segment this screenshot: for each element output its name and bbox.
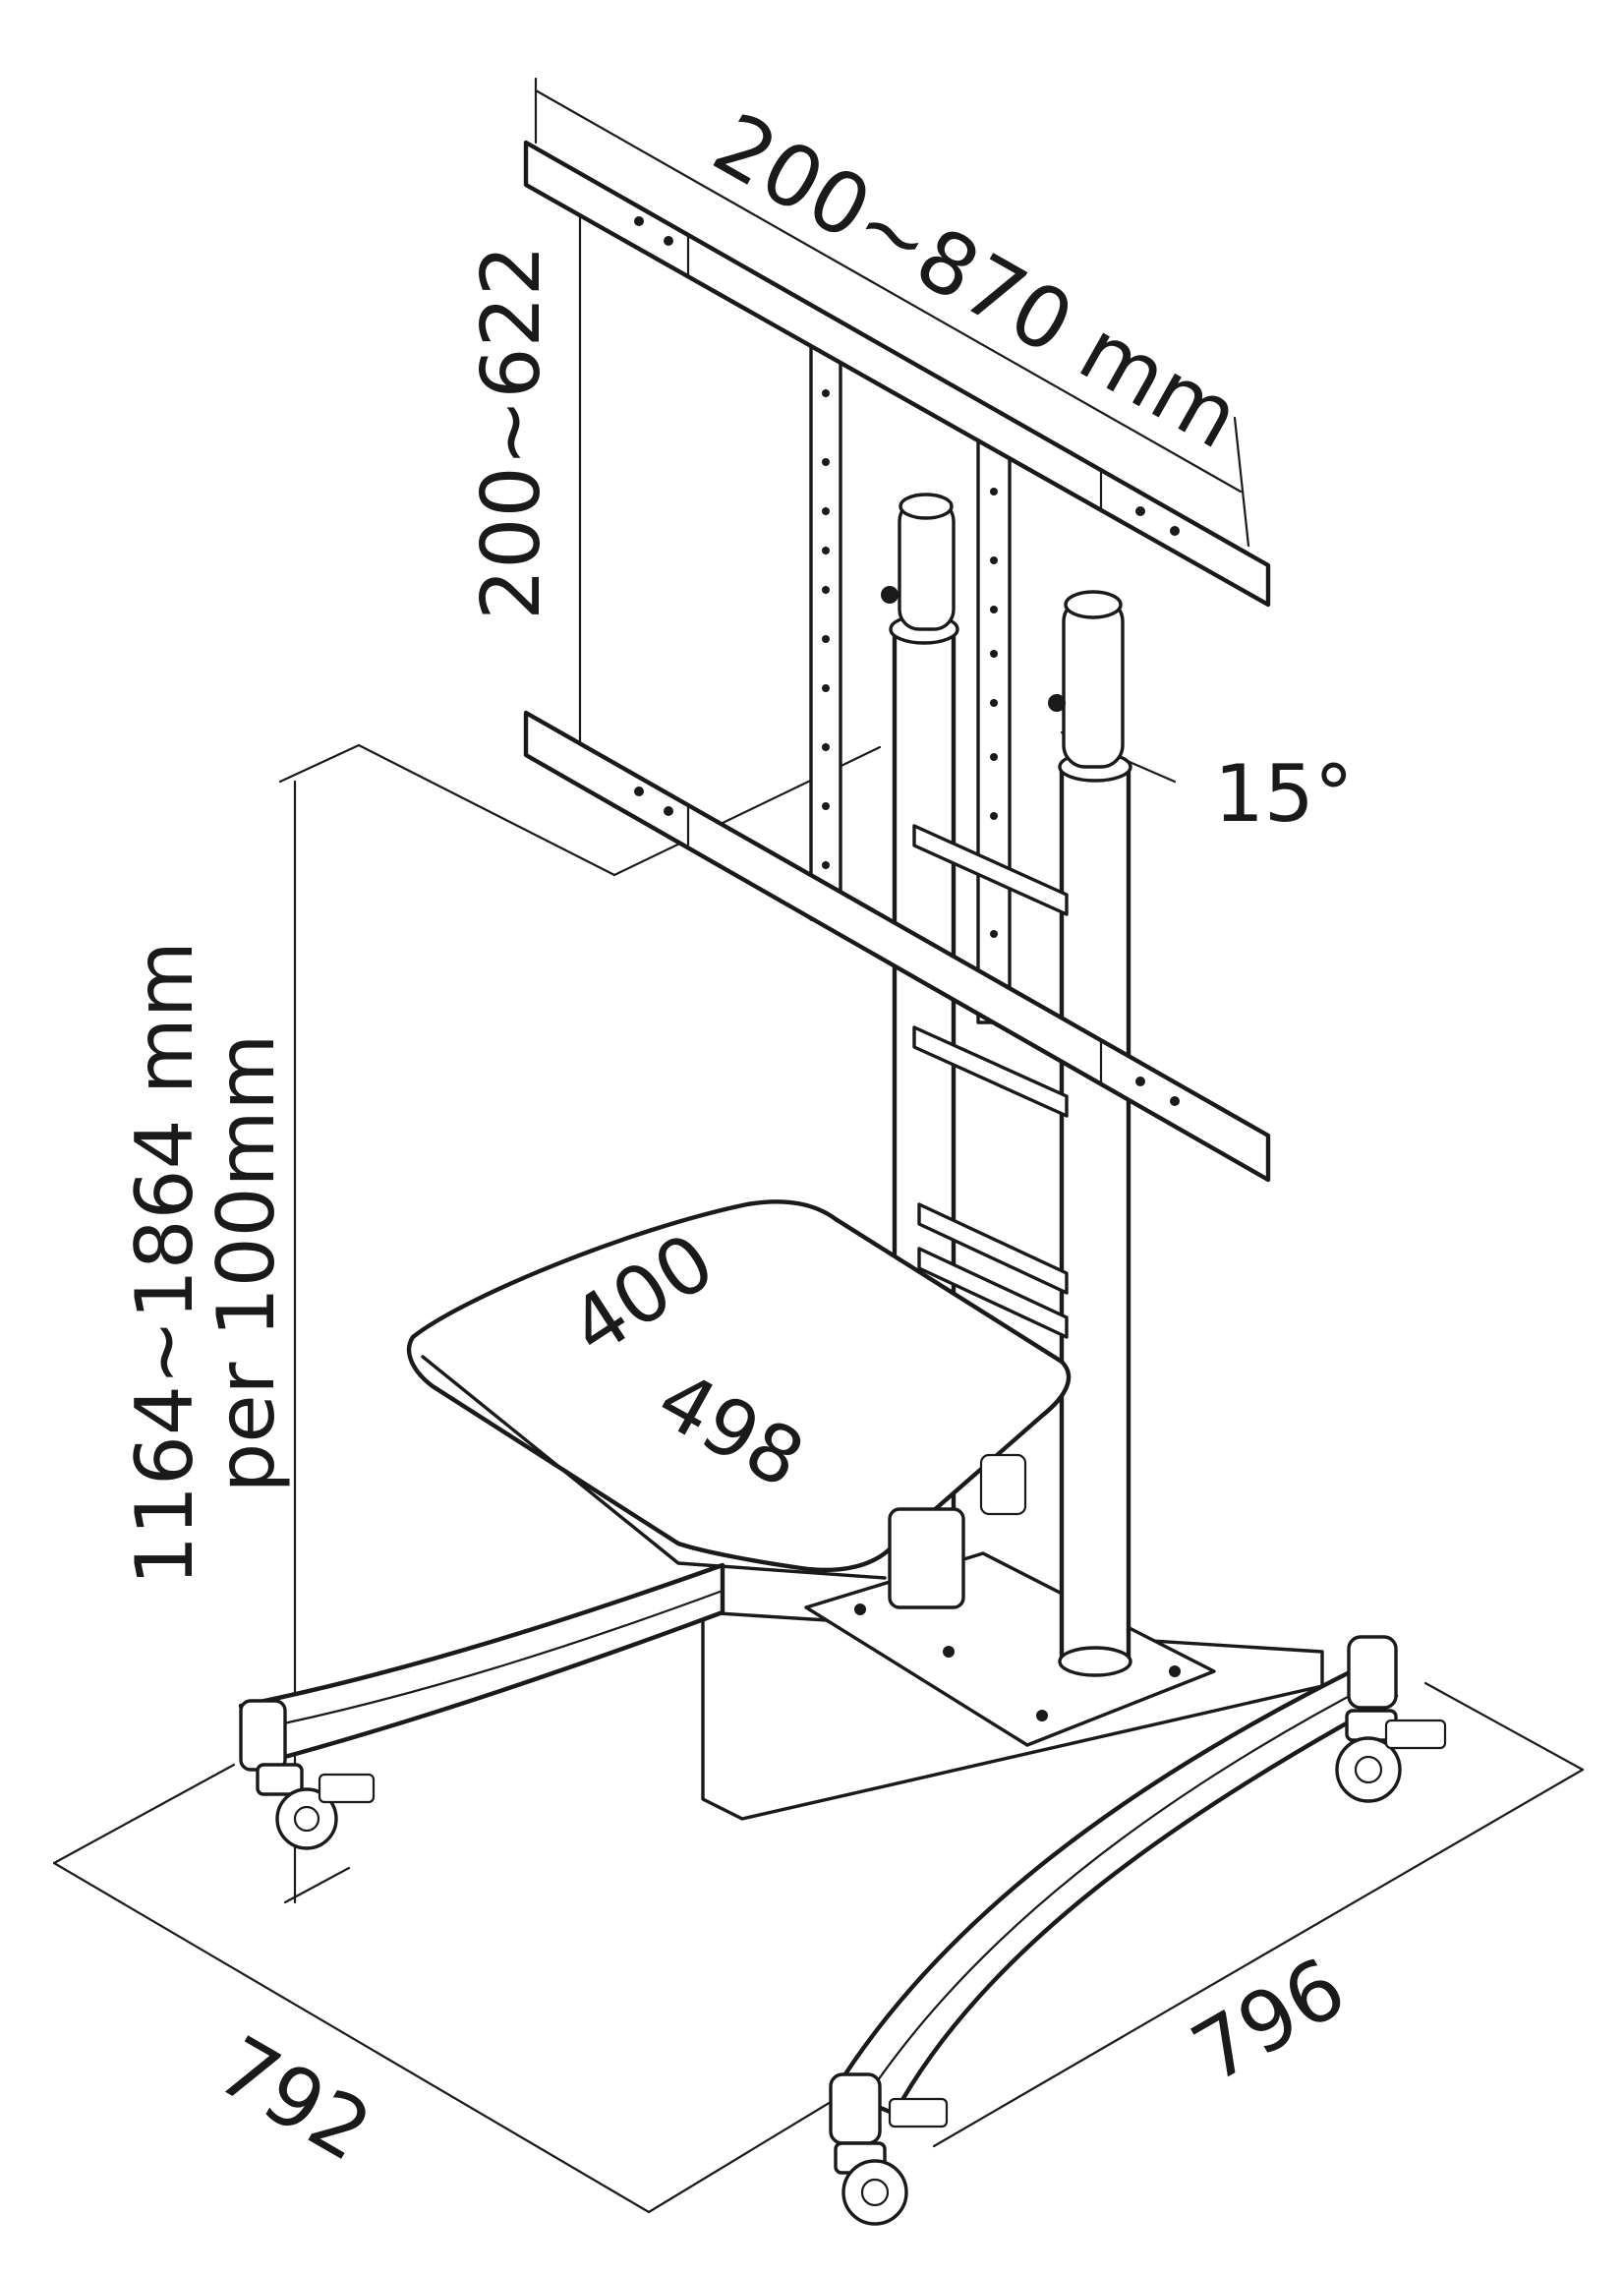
bottom-rail xyxy=(523,710,1271,1183)
bolt xyxy=(1036,1710,1048,1721)
bracket xyxy=(917,1202,1069,1295)
right-leg-front-cap xyxy=(829,2072,882,2145)
caster-right-front xyxy=(834,2097,949,2226)
base-796-ext-right xyxy=(1423,1681,1585,1772)
label-tilt: 15° xyxy=(1214,748,1354,840)
height-bottom-tick xyxy=(283,1866,351,1904)
top-rail xyxy=(523,140,1271,608)
back-column-head xyxy=(898,499,956,631)
shelf-clamp xyxy=(979,1453,1027,1516)
right-leg-back-cap xyxy=(1347,1635,1398,1710)
vesa-rails xyxy=(523,140,1271,1183)
left-leg-cap xyxy=(239,1699,287,1772)
height-top-tick xyxy=(278,743,361,784)
left-vertical-arm xyxy=(809,337,842,921)
front-column-head xyxy=(1062,598,1125,769)
base-792-ext-left xyxy=(52,1763,236,1865)
tilt-knob xyxy=(1048,694,1066,712)
bolt xyxy=(1169,1665,1181,1677)
tilt-knob xyxy=(881,586,899,604)
height-top-extension xyxy=(357,743,616,877)
vertical-arms xyxy=(809,337,1069,1339)
bracket xyxy=(912,1025,1069,1118)
bracket xyxy=(917,1247,1069,1339)
left-leg-edge xyxy=(249,1589,725,1732)
shelf-edge xyxy=(421,1355,887,1580)
shelf xyxy=(406,1199,1072,1609)
base-assembly xyxy=(238,1551,1447,2226)
caster-right-back xyxy=(1335,1709,1447,1803)
label-height-range: 1164~1864 mm xyxy=(119,941,210,1586)
label-base-width: 796 xyxy=(1177,1939,1362,2101)
extension-line-top-right xyxy=(1233,416,1250,548)
bolt xyxy=(943,1646,955,1658)
left-base-leg xyxy=(238,1562,725,1768)
bolt xyxy=(854,1603,866,1615)
dimension-line-vesa-width xyxy=(534,88,1243,494)
label-vesa-height: 200~622 xyxy=(465,245,558,620)
front-column xyxy=(1059,764,1131,1664)
right-leg-edge xyxy=(863,1677,1383,2101)
front-column-bottom-ring xyxy=(1058,1646,1132,1677)
base-792-ext-right xyxy=(647,2097,838,2214)
dimension-line-base-width xyxy=(932,1768,1585,2148)
shelf-support xyxy=(888,1507,965,1609)
dimension-labels: 200~870 mm 200~622 15° 1164~1864 mm per … xyxy=(119,94,1361,2180)
dimension-line-base-depth xyxy=(52,1861,651,2214)
caster-left xyxy=(256,1763,376,1850)
shelf-top xyxy=(406,1199,1072,1573)
label-height-step: per 100mm xyxy=(201,1034,292,1493)
bracket xyxy=(912,824,1069,916)
